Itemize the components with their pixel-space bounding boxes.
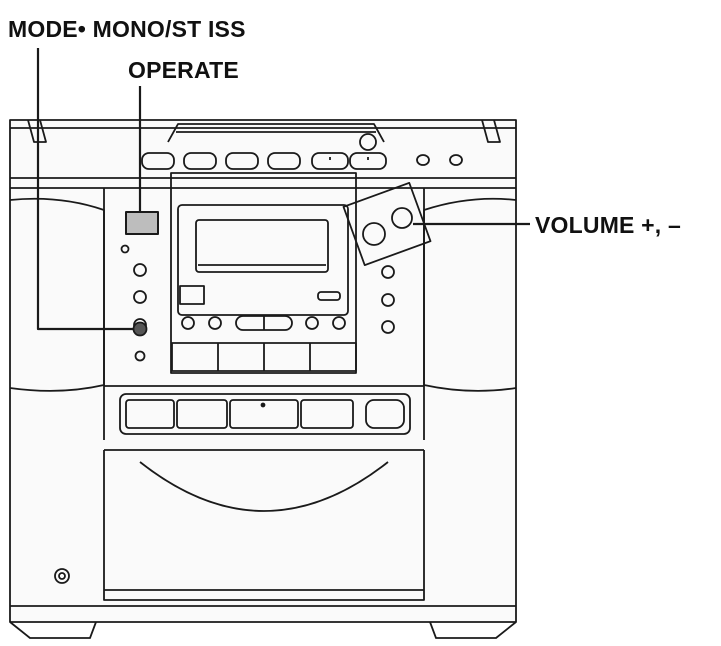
right-button-3	[381, 320, 395, 334]
top-button-5	[311, 152, 349, 170]
mode-callout-line	[36, 48, 133, 331]
right-handle-notch	[481, 119, 501, 143]
operate-indicator	[120, 244, 130, 254]
lower-key-5	[365, 399, 405, 429]
left-button-5	[134, 350, 146, 362]
cassette-window-frame	[177, 204, 349, 316]
lower-key-3	[229, 399, 299, 429]
operate-label: OPERATE	[128, 57, 239, 83]
tuner-button-4	[332, 316, 346, 330]
tuner-button-3	[305, 316, 319, 330]
right-button-2	[381, 293, 395, 307]
volume-panel	[342, 181, 432, 267]
cassette-deck-panel	[170, 172, 357, 374]
lower-key-bar	[119, 393, 411, 435]
small-knob-1	[416, 154, 430, 166]
top-button-6	[349, 152, 387, 170]
top-button-1	[141, 152, 175, 170]
small-knob-2	[449, 154, 463, 166]
mode-mono-st-iss-button	[132, 321, 148, 337]
operate-button	[125, 211, 159, 235]
top-button-4	[267, 152, 301, 170]
lower-door	[103, 450, 425, 601]
volume-label: VOLUME +, –	[535, 212, 681, 238]
cassette-eject-slot	[317, 291, 341, 301]
right-button-1	[381, 265, 395, 279]
left-button-1	[133, 263, 147, 277]
cd-lid-top	[167, 123, 385, 143]
cassette-window	[195, 219, 329, 273]
top-button-2	[183, 152, 217, 170]
right-foot	[429, 621, 517, 639]
volume-minus-button	[362, 222, 386, 246]
tuner-button-2	[208, 316, 222, 330]
volume-plus-button	[391, 207, 413, 229]
mode-mono-st-iss-label: MODE• MONO/ST ISS	[8, 16, 246, 42]
lower-key-4	[300, 399, 354, 429]
lid-button	[359, 133, 377, 151]
left-button-2	[133, 290, 147, 304]
lower-key-1	[125, 399, 175, 429]
left-handle-notch	[27, 119, 47, 143]
lower-door-arc	[139, 461, 389, 512]
cassette-label-slot	[179, 285, 205, 305]
left-foot	[9, 621, 97, 639]
lower-key-2	[176, 399, 228, 429]
headphone-jack	[54, 568, 70, 584]
top-button-3	[225, 152, 259, 170]
tuner-button-1	[181, 316, 195, 330]
